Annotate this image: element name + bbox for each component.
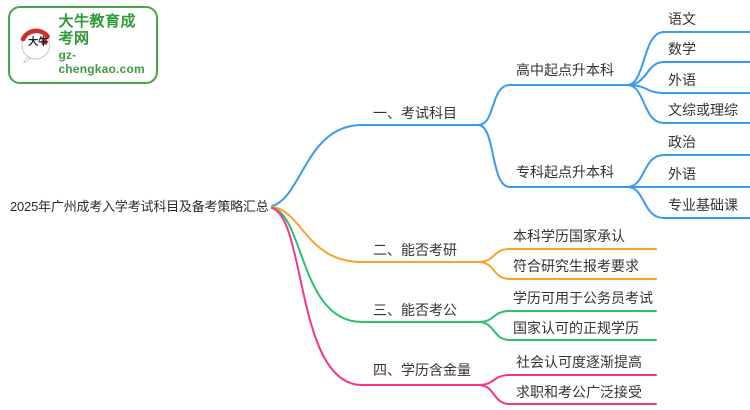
branch-line <box>626 154 750 188</box>
leaf-foreign-language: 外语 <box>668 72 696 88</box>
leaf-civil-service-exam-eligible: 学历可用于公务员考试 <box>513 290 653 306</box>
branch-line <box>271 124 479 207</box>
branch-line <box>271 207 479 386</box>
leaf-chinese: 语文 <box>668 11 696 27</box>
branch-line <box>626 186 750 219</box>
branch-exam-subjects-lines <box>271 31 750 219</box>
branch-line <box>477 124 628 188</box>
leaf-state-recognized-degree: 国家认可的正规学历 <box>513 320 639 336</box>
leaf-foreign-language-2: 外语 <box>668 166 696 182</box>
leaf-arts-or-science-comprehensive: 文综或理综 <box>668 102 738 118</box>
leaf-bachelor-degree-recognized: 本科学历国家承认 <box>513 228 625 244</box>
leaf-widely-accepted: 求职和考公广泛接受 <box>516 384 642 400</box>
branch-line <box>477 384 657 405</box>
branch-topic-postgrad-eligibility: 二、能否考研 <box>373 242 457 258</box>
site-logo[interactable]: 大牛 大牛教育成考网 gz-chengkao.com <box>8 6 158 84</box>
leaf-postgrad-requirements-met: 符合研究生报考要求 <box>513 258 639 274</box>
subtopic-college-to-bachelor: 专科起点升本科 <box>516 164 614 180</box>
branch-topic-civil-service-eligibility: 三、能否考公 <box>373 302 457 318</box>
branch-postgrad-lines <box>271 206 657 280</box>
branch-line <box>477 261 657 280</box>
branch-line <box>477 84 628 126</box>
leaf-social-recognition-rising: 社会认可度逐渐提高 <box>516 354 642 370</box>
leaf-professional-basics: 专业基础课 <box>668 197 738 213</box>
logo-site-url: gz-chengkao.com <box>58 48 145 76</box>
branch-civil-service-lines <box>271 207 657 341</box>
leaf-math: 数学 <box>668 41 696 57</box>
branch-topic-degree-value: 四、学历含金量 <box>373 362 471 378</box>
branch-line <box>271 206 479 263</box>
daniu-cow-icon: 大牛 <box>20 28 51 64</box>
logo-icon-text: 大牛 <box>28 35 48 48</box>
logo-text-block: 大牛教育成考网 gz-chengkao.com <box>58 13 150 76</box>
subtopic-highschool-to-bachelor: 高中起点升本科 <box>516 62 614 78</box>
branch-line <box>271 207 479 323</box>
leaf-politics: 政治 <box>668 134 696 150</box>
branch-degree-value-lines <box>271 207 657 405</box>
branch-line <box>626 84 750 124</box>
root-topic: 2025年广州成考入学考试科目及备考策略汇总 <box>10 199 269 214</box>
branch-line <box>626 31 750 86</box>
branch-line <box>626 84 750 94</box>
logo-site-name: 大牛教育成考网 <box>58 13 136 47</box>
branch-line <box>626 61 750 86</box>
branch-line <box>477 321 657 341</box>
branch-topic-exam-subjects: 一、考试科目 <box>373 105 457 121</box>
